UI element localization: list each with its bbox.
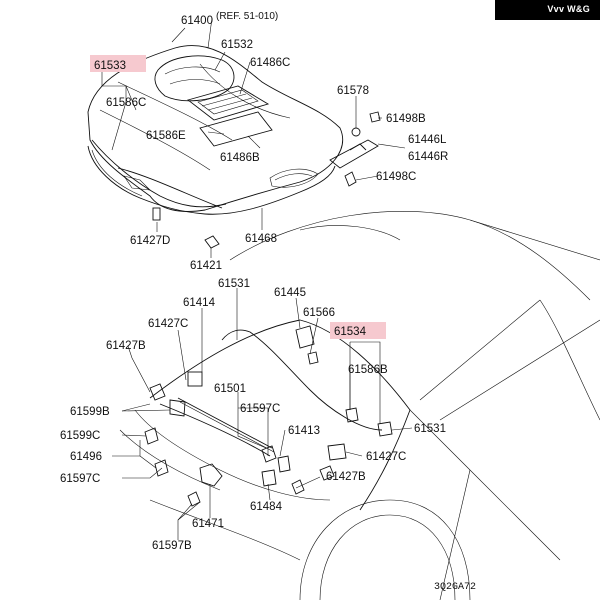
part-61427B-right: 61427B	[326, 471, 366, 483]
brand-logo: Vvv W&G	[495, 0, 600, 20]
part-61496: 61496	[70, 451, 102, 463]
part-61586C: 61586C	[106, 97, 146, 109]
diagram-code: 3Q2GA72	[434, 582, 477, 593]
part-61427D: 61427D	[130, 235, 170, 247]
part-61597B: 61597B	[152, 540, 192, 552]
part-61597C-left: 61597C	[60, 473, 100, 485]
part-61599B: 61599B	[70, 406, 110, 418]
part-61427C-right: 61427C	[366, 451, 406, 463]
part-61533: 61533	[94, 60, 126, 72]
reference-label: (REF. 51-010)	[216, 11, 278, 22]
hood-panel	[87, 45, 344, 215]
part-61566: 61566	[303, 307, 335, 319]
part-61486C: 61486C	[250, 57, 290, 69]
part-61498C: 61498C	[376, 171, 416, 183]
part-61427C-left: 61427C	[148, 318, 188, 330]
part-61446L: 61446L	[408, 134, 447, 146]
part-61534: 61534	[334, 326, 367, 338]
part-61599C: 61599C	[60, 430, 100, 442]
logo-name: W&G	[567, 4, 590, 14]
part-61427B-left: 61427B	[106, 340, 146, 352]
part-61445: 61445	[274, 287, 306, 299]
part-61586E: 61586E	[146, 130, 186, 142]
part-61597C-mid: 61597C	[240, 403, 280, 415]
part-61446R: 61446R	[408, 151, 448, 163]
part-61486B: 61486B	[220, 152, 260, 164]
hood-hinge	[152, 111, 381, 249]
highlight-61534	[330, 322, 386, 339]
part-61578: 61578	[337, 85, 369, 97]
part-61468: 61468	[245, 233, 277, 245]
part-61501: 61501	[214, 383, 246, 395]
brand-logo-text: Vvv W&G	[547, 4, 590, 14]
part-61531-right: 61531	[414, 423, 446, 435]
part-61400: 61400	[181, 15, 213, 27]
vehicle-body	[119, 211, 600, 600]
leader-lines	[101, 17, 413, 540]
logo-mark-icon: Vvv	[547, 4, 565, 14]
part-61586B: 61586B	[348, 364, 388, 376]
part-61421: 61421	[190, 260, 222, 272]
part-61413: 61413	[288, 425, 320, 437]
part-61498B: 61498B	[386, 113, 426, 125]
highlight-61533	[90, 55, 146, 72]
part-61471: 61471	[192, 518, 224, 530]
part-61532: 61532	[221, 39, 253, 51]
part-61531-top: 61531	[218, 278, 250, 290]
part-61414: 61414	[183, 297, 216, 309]
hood-lock-components	[144, 325, 393, 507]
part-61484: 61484	[250, 501, 283, 513]
